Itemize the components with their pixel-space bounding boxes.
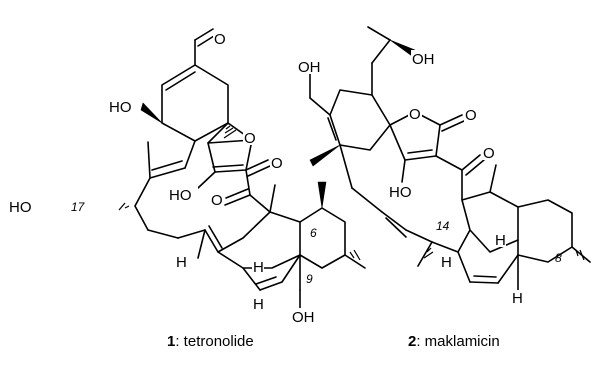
compound-name: : tetronolide xyxy=(175,333,254,350)
hydroxymethyl-label: OH xyxy=(298,59,321,76)
hydrogen-label: H xyxy=(495,232,506,249)
hydrogen-label: H xyxy=(512,290,523,307)
locant-9-label: 9 xyxy=(306,272,313,286)
lactone-carbonyl-oxygen-label: O xyxy=(271,155,283,172)
ketone-oxygen-label: O xyxy=(483,145,495,162)
atom-labels-maklamicin: OH OH O O O HO H H H 14 8 xyxy=(297,50,562,307)
ring-hydroxyl-label: HO xyxy=(109,99,132,116)
lactone-ring-oxygen-label: O xyxy=(409,106,421,123)
acyl-carbonyl-oxygen-label: O xyxy=(211,192,223,209)
locant-8-label: 8 xyxy=(555,251,562,265)
hydrogen-label: H xyxy=(441,254,452,271)
aldehyde-oxygen-label: O xyxy=(214,31,226,48)
caption-compound-1: 1: tetronolide xyxy=(167,333,254,350)
structure-maklamicin xyxy=(309,26,591,291)
locant-14-label: 14 xyxy=(436,219,450,233)
lactone-carbonyl-oxygen-label: O xyxy=(465,107,477,124)
hydrogen-label: H xyxy=(253,296,264,313)
enol-hydroxyl-label: HO xyxy=(169,187,192,204)
compound-number: 2 xyxy=(408,333,417,350)
compound-number: 1 xyxy=(167,333,176,350)
atom-labels-tetronolide: O HO O O HO HO O H H H OH 17 6 9 xyxy=(8,30,318,326)
hydrogen-label: H xyxy=(176,254,187,271)
lactone-ring-oxygen-label: O xyxy=(244,130,256,147)
compound-name: : maklamicin xyxy=(416,333,500,350)
hydrogen-label: H xyxy=(253,259,264,276)
caption-compound-2: 2: maklamicin xyxy=(408,333,500,350)
enol-hydroxyl-label: HO xyxy=(389,184,412,201)
structure-tetronolide xyxy=(118,28,366,309)
c17-hydroxyl-label: HO xyxy=(9,199,32,216)
c9-hydroxyl-label: OH xyxy=(292,309,315,326)
locant-17-label: 17 xyxy=(71,200,86,214)
side-chain-hydroxyl-label: OH xyxy=(412,51,435,68)
locant-6-label: 6 xyxy=(310,226,317,240)
